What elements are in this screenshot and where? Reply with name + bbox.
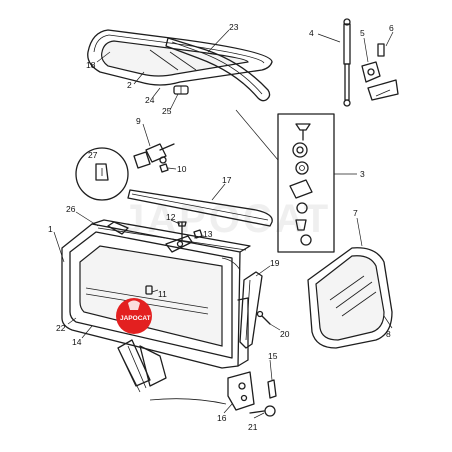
logo-badge bbox=[116, 298, 152, 334]
part-screw-12 bbox=[177, 221, 187, 241]
callout-22: 22 bbox=[56, 323, 66, 333]
part-side-weatherstrip bbox=[239, 271, 263, 349]
callout-19: 19 bbox=[270, 258, 280, 268]
callout-14: 14 bbox=[72, 337, 82, 347]
callout-3: 3 bbox=[360, 169, 365, 179]
callout-25: 25 bbox=[162, 106, 172, 116]
callout-17: 17 bbox=[222, 175, 232, 185]
callout-20: 20 bbox=[280, 329, 290, 339]
part-roof-glass-panel bbox=[87, 29, 273, 86]
part-hinge-clip bbox=[173, 85, 189, 95]
part-gas-strut bbox=[343, 18, 351, 107]
callout-6: 6 bbox=[389, 23, 394, 33]
callout-23: 23 bbox=[229, 22, 239, 32]
callout-1: 1 bbox=[48, 224, 53, 234]
part-strut-bracket bbox=[361, 43, 399, 101]
callout-13: 13 bbox=[203, 229, 213, 239]
callout-16: 16 bbox=[217, 413, 227, 423]
logo-mascot-icon bbox=[128, 300, 140, 310]
callout-5: 5 bbox=[360, 28, 365, 38]
part-latch-assembly bbox=[227, 371, 277, 417]
part-quarter-glass bbox=[307, 247, 393, 349]
callout-11: 11 bbox=[158, 289, 167, 299]
callout-4: 4 bbox=[309, 28, 314, 38]
part-lower-frame bbox=[117, 339, 227, 405]
callout-24: 24 bbox=[145, 95, 155, 105]
callout-26: 26 bbox=[66, 204, 76, 214]
part-screw-20 bbox=[256, 310, 271, 325]
callout-9: 9 bbox=[136, 116, 141, 126]
callout-21: 21 bbox=[248, 422, 258, 432]
logo-text: JAPOCAT bbox=[120, 315, 151, 322]
callout-10: 10 bbox=[177, 164, 187, 174]
callout-8: 8 bbox=[386, 329, 391, 339]
callout-27: 27 bbox=[88, 150, 98, 160]
part-header-rail bbox=[127, 189, 273, 227]
brand-logo: JAPOCAT bbox=[116, 298, 152, 334]
part-wiper-motor bbox=[133, 143, 175, 173]
part-detail-circle bbox=[75, 147, 129, 201]
part-hardware-kit-box bbox=[277, 113, 335, 253]
part-liftgate-frame bbox=[61, 219, 251, 369]
callout-2: 2 bbox=[127, 80, 132, 90]
callout-7: 7 bbox=[353, 208, 358, 218]
callout-12: 12 bbox=[166, 212, 176, 222]
leader-lines bbox=[53, 29, 394, 419]
callout-15: 15 bbox=[268, 351, 278, 361]
callout-labels: 23 18 2 24 25 4 5 6 3 7 8 9 10 17 27 12 … bbox=[48, 22, 394, 432]
watermark: JAPOCAT bbox=[122, 197, 331, 241]
part-weatherstrip-top bbox=[165, 37, 271, 102]
callout-18: 18 bbox=[86, 60, 96, 70]
